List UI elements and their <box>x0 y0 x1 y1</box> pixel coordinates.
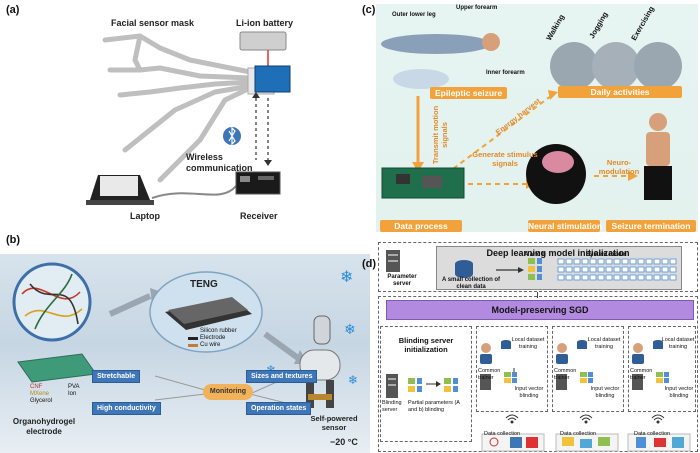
blinding-graphics <box>386 374 458 398</box>
input-blinding-label-1: Input vector blinding <box>514 386 544 399</box>
stretchable-box: Stretchable <box>92 370 141 383</box>
local-training-label-3: Local dataset training <box>661 337 695 350</box>
small-collection-label: A small collection of clean data <box>441 277 501 290</box>
ion-label: Ion <box>68 391 77 397</box>
sensor-board-icon <box>254 65 291 93</box>
exercising-icon <box>634 42 682 90</box>
data-collection-label-3: Data collection <box>634 431 671 437</box>
laptop-label: Laptop <box>130 211 160 221</box>
temperature-label: −20 °C <box>330 437 358 447</box>
panel-a-illustration <box>86 31 291 205</box>
patient-icon <box>381 34 491 54</box>
transmit-label: Transmit motion signals <box>431 105 449 165</box>
upper-forearm-label: Upper forearm <box>456 5 498 11</box>
wifi-icon <box>651 414 665 424</box>
system-model-grid-icon <box>557 258 677 281</box>
partial-params-label: Partial parameters (A and b) blinding <box>408 400 460 413</box>
deep-learning-section <box>378 242 698 292</box>
generate-label: Generate stimulus signals <box>472 150 538 168</box>
trainer-graphics-1 <box>480 340 517 390</box>
trainer-section-2 <box>552 326 624 412</box>
common-trainer-label-3: Common trainer <box>630 368 653 381</box>
battery-label: Li-ion battery <box>236 18 294 28</box>
server-icon <box>480 374 491 390</box>
data-collection-label-2: Data collection <box>560 431 597 437</box>
cnf-label: CNF <box>30 384 43 390</box>
trainer-icon <box>481 343 491 353</box>
seizure-free-person-icon <box>649 113 667 131</box>
wifi-icon <box>579 414 593 424</box>
mxene-label: MXene <box>30 391 50 397</box>
deep-learning-graphics <box>386 250 677 281</box>
daily-activities-box: Daily activities <box>558 86 682 98</box>
conductivity-box: High conductivity <box>92 402 161 415</box>
cuwire-label: Cu wire <box>200 342 221 348</box>
server-icon <box>632 374 643 390</box>
inner-forearm-label: Inner forearm <box>486 70 525 76</box>
data-collection-graphics <box>481 414 691 452</box>
sgd-bar: Model-preserving SGD <box>386 300 694 320</box>
panel-c-letter: (c) <box>362 4 376 16</box>
trainer-section-1 <box>476 326 548 412</box>
organohydrogel-label: Organohydrogel electrode <box>12 417 76 436</box>
data-collection-label-1: Data collection <box>484 431 521 437</box>
neural-stimulation-box: Neural stimulation <box>528 220 603 232</box>
operation-box: Operation states <box>246 402 312 415</box>
receiver-label: Receiver <box>240 211 278 221</box>
snowflake-icon: ❄ <box>340 267 353 286</box>
blinding-init-title: Blinding server initialization <box>398 336 454 354</box>
server-icon <box>556 374 567 390</box>
epileptic-box: Epileptic seizure <box>430 87 508 99</box>
system-model-label: System model <box>586 252 627 258</box>
monitoring-pill: Monitoring <box>203 384 253 400</box>
deep-learning-title: Deep learning model initialization <box>486 248 630 258</box>
pva-label: PVA <box>68 384 80 390</box>
electrode-label: Electrode <box>200 335 226 341</box>
wireless-label: Wireless communication <box>186 152 253 173</box>
panel-c-illustration <box>381 33 682 204</box>
panel-b-illustration: ❄ ❄ ❄ ❄ <box>12 262 358 408</box>
robot-arm-icon <box>313 315 331 345</box>
local-training-label-2: Local dataset training <box>587 337 621 350</box>
trainer-graphics-2 <box>556 340 593 390</box>
data-process-box: Data process <box>380 220 462 232</box>
outer-leg-label: Outer lower leg <box>392 12 436 18</box>
panel-a-letter: (a) <box>6 4 20 16</box>
mask-label: Facial sensor mask <box>111 18 195 28</box>
common-trainer-label-1: Common trainer <box>478 368 501 381</box>
silicon-label: Silicon rubber <box>200 328 237 334</box>
self-powered-label: Self-powered sensor <box>310 414 358 432</box>
jogging-icon <box>592 42 640 90</box>
glycerol-label: Glycerol <box>30 398 53 404</box>
trainer-graphics-3 <box>632 340 669 390</box>
sizes-box: Sizes and textures <box>246 370 318 383</box>
receiver-icon <box>235 171 281 195</box>
blinding-server-label: Blinding server <box>382 400 402 413</box>
neuromodulation-label: Neuro-modulation <box>598 158 640 176</box>
snowflake-icon: ❄ <box>344 322 356 338</box>
seizure-termination-box: Seizure termination <box>606 220 696 232</box>
common-trainer-label-2: Common trainer <box>554 368 577 381</box>
panel-b-letter: (b) <box>6 234 21 246</box>
snowflake-icon: ❄ <box>348 373 358 387</box>
local-training-label-1: Local dataset training <box>511 337 545 350</box>
input-blinding-label-2: Input vector blinding <box>590 386 620 399</box>
wifi-icon <box>505 414 519 424</box>
trainer-section-3 <box>628 326 696 412</box>
facial-sensor-mask-icon <box>102 33 253 183</box>
input-blinding-label-3: Input vector blinding <box>664 386 694 399</box>
a-and-b-label: A and b <box>524 252 546 258</box>
panel-d-letter: (d) <box>362 258 377 270</box>
trainer-icon <box>633 343 643 353</box>
blinding-server-section <box>380 326 472 442</box>
teng-label: TENG <box>190 279 218 290</box>
battery-icon <box>239 31 287 51</box>
walking-icon <box>550 42 598 90</box>
parameter-server-label: Parameter server <box>387 274 417 287</box>
electrode-slab-icon <box>17 353 97 383</box>
trainer-icon <box>557 343 567 353</box>
